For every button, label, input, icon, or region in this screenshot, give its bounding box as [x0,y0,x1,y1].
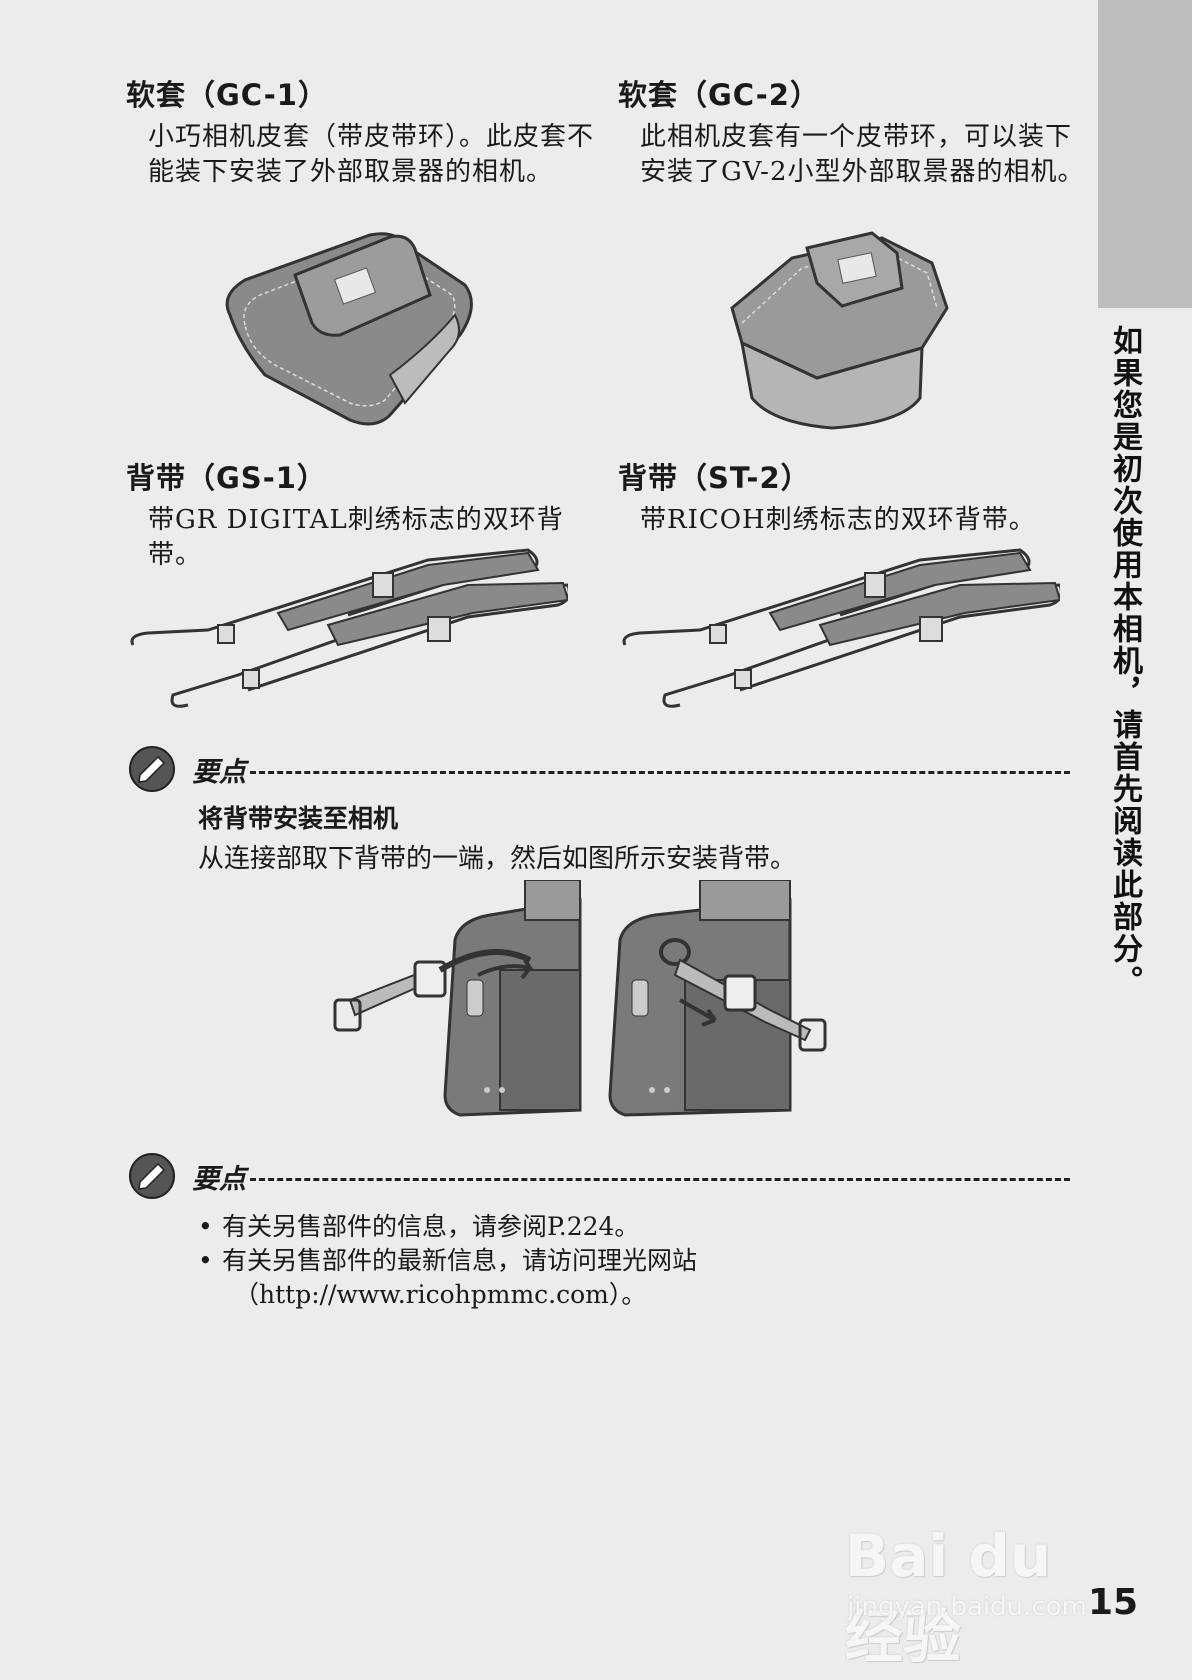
chapter-side-text: 如果您是初次使用本相机，请首先阅读此部分。 [1107,325,1142,997]
memo-pencil-icon [129,1153,175,1199]
strap-gs1-illustration [130,548,568,708]
page-number: 15 [1088,1582,1139,1623]
memo-subtitle: 将背带安装至相机 [198,804,399,833]
memo-divider [250,1177,1070,1181]
soft-case-gc2-illustration [730,231,949,430]
chapter-tab [1098,0,1192,308]
memo-bullet: 有关另售部件的最新信息，请访问理光网站 （http://www.ricohpmm… [198,1244,1070,1312]
memo-header: 要点 [128,1152,1070,1200]
memo-text: 从连接部取下背带的一端，然后如图所示安装背带。 [198,844,797,874]
memo-optional-parts: 要点 有关另售部件的信息，请参阅P.224。 有关另售部件的最新信息，请访问理光… [128,1152,1070,1312]
memo-bullet-list: 有关另售部件的信息，请参阅P.224。 有关另售部件的最新信息，请访问理光网站 … [198,1210,1070,1312]
strap-attach-illustration [333,880,827,1117]
section-desc: 带GR DIGITAL刺绣标志的双环背带。 [148,505,564,570]
section-gc1: 软套（GC-1） 小巧相机皮套（带皮带环）。此皮套不能装下安装了外部取景器的相机… [126,72,596,190]
memo-bullet: 有关另售部件的信息，请参阅P.224。 [198,1210,1070,1244]
bullet-text: 有关另售部件的信息，请参阅P.224。 [222,1212,640,1241]
memo-label: 要点 [192,1163,246,1195]
baidu-watermark: Bai du 经验 jingyan.baidu.com [845,1500,1125,1671]
bullet-text: 有关另售部件的最新信息，请访问理光网站 [222,1246,698,1275]
section-desc: 带RICOH刺绣标志的双环背带。 [640,505,1036,535]
memo-header: 要点 [128,745,1070,793]
section-title: 背带（GS-1） [126,461,327,495]
section-st2: 背带（ST-2） 带RICOH刺绣标志的双环背带。 [618,455,1088,538]
ricoh-website-link[interactable]: （http://www.ricohpmmc.com）。 [234,1280,647,1309]
memo-label: 要点 [192,756,246,788]
section-gc2: 软套（GC-2） 此相机皮套有一个皮带环，可以装下安装了GV-2小型外部取景器的… [618,72,1088,190]
section-desc: 小巧相机皮套（带皮带环）。此皮套不能装下安装了外部取景器的相机。 [148,122,595,187]
section-desc: 此相机皮套有一个皮带环，可以装下安装了GV-2小型外部取景器的相机。 [640,122,1085,187]
memo-pencil-icon [129,746,175,792]
strap-st2-illustration [622,548,1060,708]
section-title: 背带（ST-2） [618,461,811,495]
soft-case-gc1-illustration [225,232,473,426]
section-gs1: 背带（GS-1） 带GR DIGITAL刺绣标志的双环背带。 [126,455,596,573]
section-title: 软套（GC-2） [618,78,820,112]
watermark-url: jingyan.baidu.com [847,1592,1087,1622]
section-title: 软套（GC-1） [126,78,328,112]
memo-attach-strap: 要点 将背带安装至相机 从连接部取下背带的一端，然后如图所示安装背带。 [128,745,1070,877]
watermark-logo-text: Bai du 经验 [845,1522,1052,1671]
memo-divider [250,770,1070,774]
